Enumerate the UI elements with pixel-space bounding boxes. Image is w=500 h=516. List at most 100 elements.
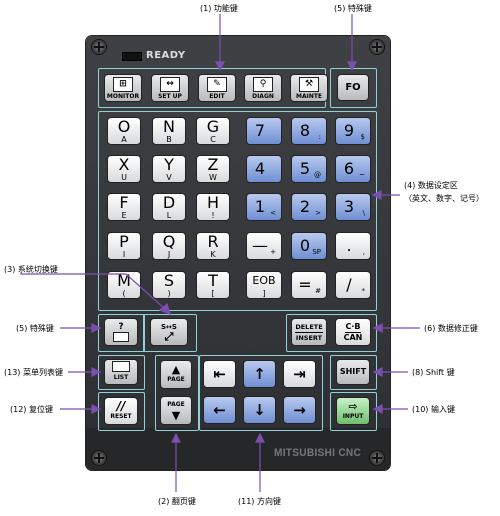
arrow-right-icon: →	[293, 401, 306, 419]
menu-list-key[interactable]: LIST	[104, 359, 138, 385]
triangle-up-icon: ▲	[171, 363, 181, 376]
label-direction-keys: (11) 方向键	[238, 497, 281, 506]
reset-key-group	[98, 392, 145, 431]
shift-key[interactable]: SHIFT	[336, 359, 370, 385]
callout-arrow-shift	[372, 367, 383, 377]
page-down-key[interactable]: PAGE▼	[160, 396, 192, 425]
screw-icon	[370, 451, 384, 465]
arrow-down-icon: ↓	[253, 401, 266, 419]
key-8[interactable]: 8:	[291, 117, 327, 145]
callout-arrow-page	[171, 432, 181, 443]
diagonal-arrow-icon: ⤢	[164, 330, 174, 343]
triangle-down-icon: ▼	[171, 409, 181, 422]
input-key[interactable]: ⇨INPUT	[336, 397, 370, 425]
callout-arrow-func	[215, 61, 225, 72]
label-reset: (12) 复位键	[10, 405, 53, 414]
key-1[interactable]: 1<	[246, 193, 282, 221]
mainte-key[interactable]: ⚒MAINTE	[290, 74, 328, 102]
ready-indicator: READY	[146, 50, 186, 61]
end-right-key[interactable]: ⇥	[283, 360, 316, 388]
setup-icon: ↔	[160, 76, 180, 92]
arrow-up-key[interactable]: ↑	[243, 360, 276, 388]
key-minus[interactable]: —+	[246, 232, 282, 260]
fo-key[interactable]: FO	[337, 74, 369, 101]
label-system-switch: (3) 系统切换键	[4, 265, 58, 274]
arrow-up-icon: ↑	[253, 365, 266, 383]
key-h[interactable]: H!	[196, 193, 230, 221]
label-data-entry: (4) 数据设定区	[404, 181, 458, 190]
key-3[interactable]: 3\	[335, 193, 371, 221]
key-s[interactable]: S)	[152, 271, 186, 299]
label-data-entry-sub: （英文、数字、记号）	[404, 194, 484, 203]
key-t[interactable]: T[	[196, 271, 230, 299]
key-5[interactable]: 5@	[291, 155, 327, 183]
ready-led-icon	[122, 52, 142, 61]
label-special-keys-left: (5) 特殊键	[16, 324, 54, 333]
callout-line-sys-switch-diag	[125, 273, 166, 310]
key-2[interactable]: 2>	[291, 193, 327, 221]
label-shift: (8) Shift 键	[412, 368, 455, 377]
maintenance-wrench-icon: ⚒	[299, 76, 319, 92]
arrow-down-key[interactable]: ↓	[243, 396, 276, 424]
key-slash[interactable]: /*	[335, 271, 371, 299]
key-7[interactable]: 7	[246, 117, 282, 145]
callout-arrow-reset	[91, 404, 102, 414]
setup-key[interactable]: ↔SET UP	[151, 74, 189, 102]
home-left-key[interactable]: ⇤	[203, 360, 236, 388]
key-9[interactable]: 9$	[335, 117, 371, 145]
key-eob[interactable]: EOB]	[246, 271, 282, 299]
panel-footer	[86, 428, 390, 470]
monitor-key[interactable]: ⊞MONITOR	[104, 74, 142, 102]
screw-icon	[92, 451, 106, 465]
arrow-left-icon: ←	[213, 401, 226, 419]
list-icon	[112, 361, 130, 372]
special-key-group-top	[330, 68, 377, 108]
special-key-group-left	[98, 314, 145, 352]
diagn-key[interactable]: ⚲DIAGN	[244, 74, 282, 102]
page-key-group	[155, 355, 199, 431]
label-function-keys: (1) 功能键	[200, 4, 238, 13]
callout-arrow-menu-list	[91, 367, 102, 377]
edit-icon: ✎	[207, 76, 227, 92]
arrow-right-key[interactable]: →	[283, 396, 316, 424]
data-entry-group	[98, 111, 377, 311]
help-window-key[interactable]: ?	[104, 318, 138, 346]
callout-arrow-data-entry	[371, 190, 382, 200]
window-icon	[113, 332, 129, 342]
key-period[interactable]: .,	[335, 232, 371, 260]
key-equals[interactable]: =#	[291, 271, 327, 299]
reset-slash-icon: //	[116, 399, 126, 413]
brand-logo-text: MITSUBISHI CNC	[274, 447, 362, 459]
key-m[interactable]: M(	[107, 271, 141, 299]
page-up-key[interactable]: ▲PAGE	[160, 360, 192, 389]
key-4[interactable]: 4	[246, 155, 282, 183]
arrow-to-start-icon: ⇤	[213, 365, 226, 383]
system-switch-key[interactable]: S↔S ⤢	[150, 318, 188, 346]
reset-key[interactable]: //RESET	[104, 397, 138, 425]
edit-key[interactable]: ✎EDIT	[198, 74, 236, 102]
callout-arrow-sys-switch	[158, 302, 171, 316]
arrow-to-end-icon: ⇥	[293, 365, 306, 383]
callout-arrow-data-fix	[372, 323, 383, 333]
callout-arrow-direction	[255, 432, 265, 443]
label-menu-list: (13) 菜单列表键	[4, 368, 63, 377]
screw-icon	[370, 40, 384, 54]
arrow-left-key[interactable]: ←	[203, 396, 236, 424]
key-6[interactable]: 6~	[335, 155, 371, 183]
data-fix-group	[286, 314, 377, 352]
monitor-icon: ⊞	[113, 76, 133, 92]
